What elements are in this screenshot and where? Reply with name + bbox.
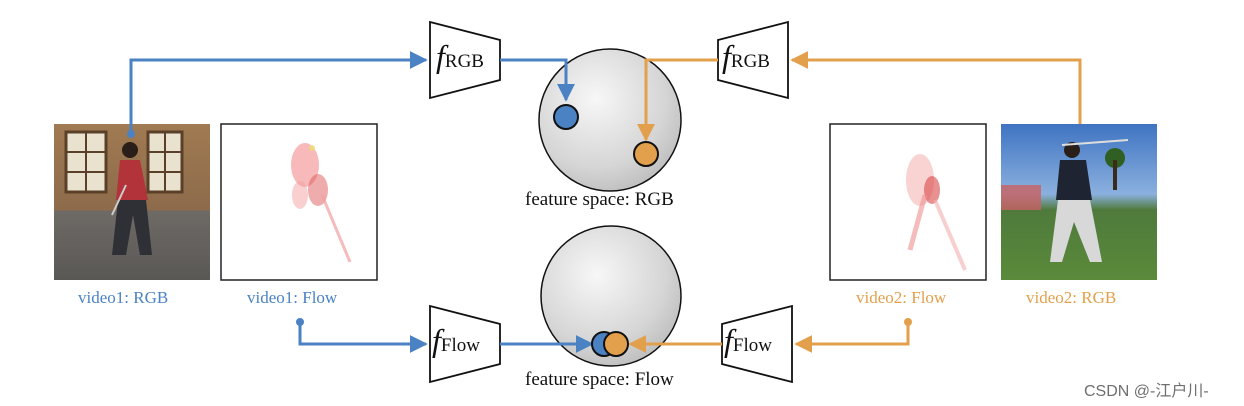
arrow-video2-flow-to-encoder bbox=[794, 322, 910, 353]
arrow-video1-flow-origin bbox=[296, 318, 304, 326]
video2-flow-caption: video2: Flow bbox=[856, 288, 947, 307]
encoder-rgb-video1 bbox=[429, 20, 501, 100]
encoder-flow-video1-label: fFlow bbox=[432, 322, 480, 358]
video2-rgb-image bbox=[1001, 124, 1157, 280]
encoder-flow-video2 bbox=[721, 304, 793, 384]
arrow-encoder-rgb-to-point-video1 bbox=[500, 58, 575, 102]
rgb-feature-point-video2 bbox=[633, 141, 659, 167]
feature-space-flow-sphere bbox=[540, 225, 682, 367]
encoder-rgb-video2 bbox=[717, 20, 789, 100]
encoder-flow-video1 bbox=[429, 304, 501, 384]
arrow-video1-rgb-origin bbox=[127, 130, 135, 138]
video1-flow-caption: video1: Flow bbox=[247, 288, 338, 307]
video1-flow-image bbox=[220, 123, 378, 281]
video2-rgb-caption: video2: RGB bbox=[1026, 288, 1117, 307]
feature-space-flow-label: feature space: Flow bbox=[525, 369, 674, 390]
arrow-encoder-rgb-to-point-video2 bbox=[637, 58, 718, 142]
flow-feature-point-video2 bbox=[603, 331, 629, 357]
arrow-video2-rgb-to-encoder bbox=[790, 51, 1082, 124]
video1-rgb-image bbox=[54, 124, 210, 280]
arrow-video2-flow-origin bbox=[904, 318, 912, 326]
encoder-flow-video2-label: fFlow bbox=[724, 322, 772, 358]
encoder-rgb-video2-label: fRGB bbox=[722, 38, 770, 74]
watermark: CSDN @-江户川- bbox=[1084, 383, 1209, 400]
arrow-video1-flow-to-encoder bbox=[298, 322, 428, 353]
arrow-video1-rgb-to-encoder bbox=[129, 51, 428, 134]
video1-rgb-caption: video1: RGB bbox=[78, 288, 169, 307]
rgb-feature-point-video1 bbox=[553, 104, 579, 130]
encoder-rgb-video1-label: fRGB bbox=[436, 38, 484, 74]
feature-space-rgb-label: feature space: RGB bbox=[525, 189, 674, 210]
video2-flow-image bbox=[829, 123, 987, 281]
